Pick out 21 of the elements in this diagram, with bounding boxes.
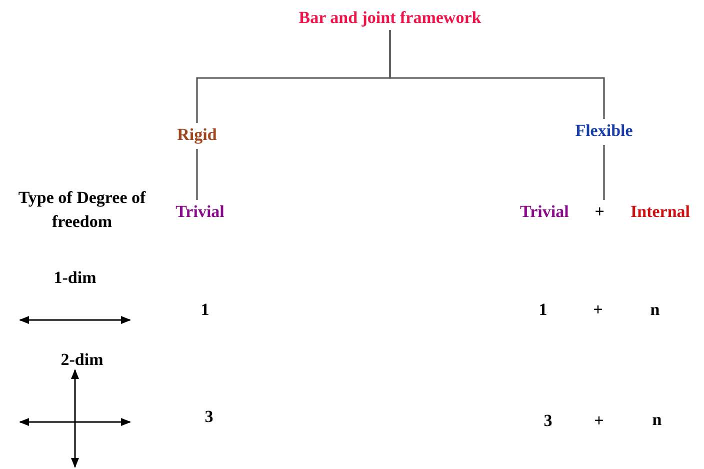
title-text: Bar and joint framework bbox=[298, 8, 482, 28]
table-value: n bbox=[652, 410, 662, 430]
table-value: 1 bbox=[200, 300, 210, 320]
connector-line bbox=[603, 145, 605, 200]
row-label: Type of Degree of freedom bbox=[17, 187, 147, 233]
table-value: + bbox=[593, 300, 603, 320]
table-value: 1 bbox=[538, 300, 548, 320]
table-value: + bbox=[594, 411, 604, 431]
connector-line bbox=[389, 30, 605, 119]
row-label: 2-dim bbox=[60, 350, 104, 370]
plus-sign: + bbox=[594, 202, 604, 222]
table-value: n bbox=[650, 300, 660, 320]
connector-line bbox=[196, 149, 198, 200]
branch-label: Flexible bbox=[575, 121, 633, 141]
table-value: 3 bbox=[544, 411, 552, 431]
branch-label: Internal bbox=[630, 202, 690, 222]
branch-label: Trivial bbox=[176, 202, 224, 222]
branch-label: Trivial bbox=[520, 202, 569, 222]
table-value: 3 bbox=[204, 407, 214, 427]
row-label: 1-dim bbox=[54, 268, 96, 288]
branch-label: Rigid bbox=[177, 125, 217, 145]
